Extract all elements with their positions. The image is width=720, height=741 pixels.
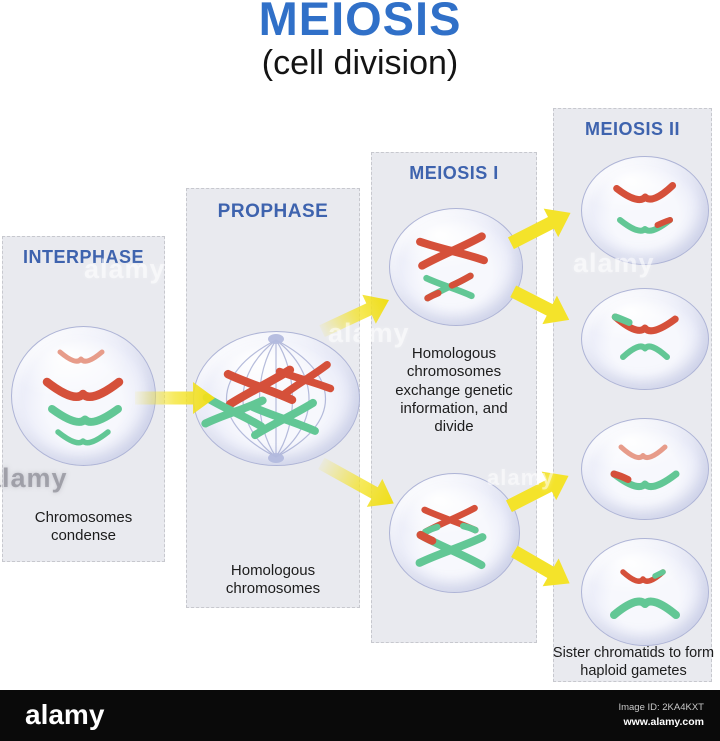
arrow-prophase-to-meiosis1-top <box>315 285 399 352</box>
meiosis2-cell1-chromosomes <box>613 182 677 234</box>
arrow-prophase-to-meiosis1-bottom <box>311 448 403 522</box>
alamy-watermark: alamy <box>328 318 410 348</box>
meiosis2-cell-3 <box>581 418 709 520</box>
footer-meta: Image ID: 2KA4KXT www.alamy.com <box>618 702 704 728</box>
chromosome-green-thin <box>55 429 111 446</box>
chromosome-red-thick <box>42 377 124 401</box>
arrow-meiosis1-to-cell2 <box>503 276 577 339</box>
caption-meiosis-2: Sister chromatids to form haploid gamete… <box>552 645 715 679</box>
chromosome-x-red <box>416 232 488 270</box>
meiosis2-cell-4 <box>581 538 709 646</box>
arrow-meiosis1-to-cell3 <box>501 461 578 526</box>
meiosis1-bottom-chromosomes <box>415 504 487 570</box>
alamy-watermark: alamy <box>84 254 166 284</box>
alamy-watermark: alamy <box>0 463 68 493</box>
meiosis1-cell-top <box>389 208 523 326</box>
panel-meiosis-2: MEIOSIS II <box>553 108 714 682</box>
page-subtitle: (cell division) <box>261 44 459 82</box>
meiosis2-cell-2 <box>581 288 709 390</box>
spindle-pole-top <box>268 334 284 344</box>
alamy-website: www.alamy.com <box>623 716 704 728</box>
chromatid-red <box>613 182 677 204</box>
caption-prophase: Homologous chromosomes <box>225 562 321 598</box>
alamy-watermark: alamy <box>573 248 655 278</box>
chromatid-green-red-tip <box>610 470 680 490</box>
chromosome-x-green-2 <box>249 398 319 440</box>
chromatid-green-red-tip <box>617 217 673 234</box>
arrow-meiosis1-to-cell4 <box>503 537 578 603</box>
meiosis1-cell-bottom <box>389 473 520 593</box>
panel-meiosis-1: MEIOSIS I Homologous chromosomes exchang… <box>371 152 537 643</box>
prophase-cell <box>193 331 360 466</box>
meiosis2-cell3-chromosomes <box>610 444 680 490</box>
chromosome-x-red-crossover <box>421 504 479 536</box>
alamy-logo: alamy <box>25 699 105 730</box>
meiosis1-top-chromosomes <box>416 232 488 302</box>
meiosis2-cell-1 <box>581 156 709 265</box>
footer-bar: alamy Image ID: 2KA4KXT www.alamy.com <box>0 690 720 741</box>
chromosome-x-green-crossover <box>415 530 487 570</box>
caption-meiosis-1: Homologous chromosomes exchange genetic … <box>395 345 513 436</box>
image-id: Image ID: 2KA4KXT <box>618 702 704 713</box>
chromosome-red-thin <box>57 349 105 364</box>
meiosis2-cell2-chromosomes <box>611 313 679 360</box>
caption-interphase: Chromosomes condense <box>34 509 133 545</box>
meiosis2-cell4-chromosomes <box>610 569 680 619</box>
chromosome-green-thick <box>48 405 122 426</box>
arrow-interphase-to-prophase <box>135 381 215 420</box>
stage-label-interphase: INTERPHASE <box>22 247 144 267</box>
spindle-pole-bottom <box>268 453 284 463</box>
prophase-graphic <box>201 334 335 463</box>
alamy-watermark: alamy <box>487 465 555 490</box>
stage-label-prophase: PROPHASE <box>217 201 329 222</box>
page-title: MEIOSIS <box>258 0 462 45</box>
chromatid-red-green-tip <box>620 569 666 584</box>
chromosome-x-red-2 <box>275 361 335 399</box>
chromatid-red-thin <box>618 444 668 460</box>
chromatid-red-green-tip <box>611 313 679 335</box>
chromosome-x-crossover <box>423 272 475 302</box>
stage-label-meiosis-2: MEIOSIS II <box>584 119 681 139</box>
interphase-chromosomes <box>42 349 124 446</box>
stage-label-meiosis-1: MEIOSIS I <box>409 163 499 183</box>
panel-prophase: PROPHASE <box>186 188 360 608</box>
arrow-meiosis1-to-cell1 <box>503 198 580 263</box>
chromatid-green <box>620 343 670 360</box>
chromatid-green-large <box>610 597 680 619</box>
interphase-cell <box>11 326 156 466</box>
